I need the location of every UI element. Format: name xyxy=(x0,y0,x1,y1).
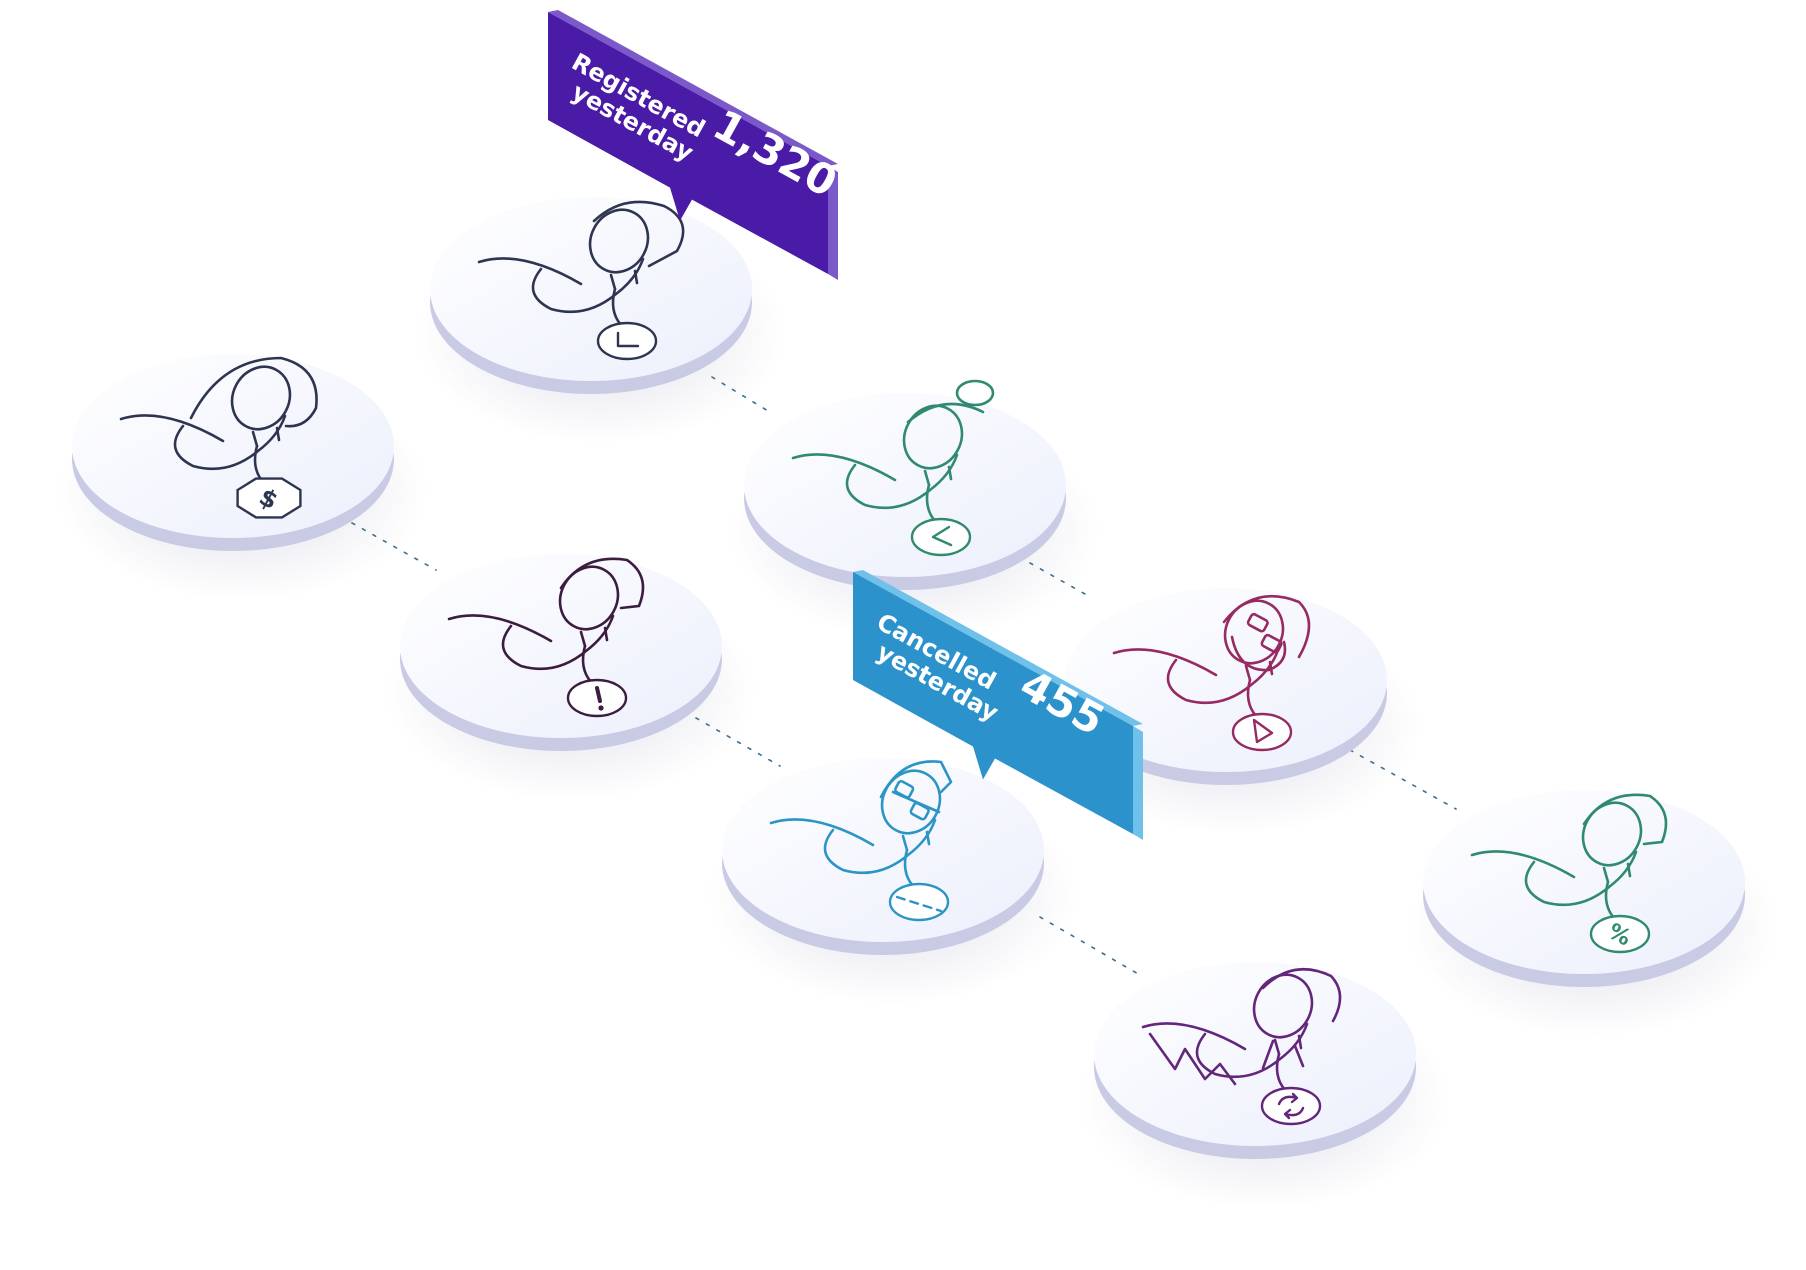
disc-top xyxy=(1423,790,1745,974)
disc-top xyxy=(744,393,1066,577)
person-line-icon xyxy=(1470,793,1668,920)
user-disc-refresh xyxy=(1079,962,1451,1209)
triangle-icon xyxy=(1231,712,1293,752)
person-line-icon xyxy=(1141,968,1342,1092)
user-disc-play xyxy=(1050,588,1422,835)
user-disc-percent: % xyxy=(1408,790,1780,1037)
disc-top xyxy=(400,554,722,738)
person-line-icon xyxy=(447,557,645,684)
callouts: Registered yesterday 1,320 Cancelled yes… xyxy=(548,10,1143,840)
disc-top xyxy=(1094,962,1416,1146)
user-discs: $% xyxy=(57,197,1780,1209)
user-disc-dash xyxy=(707,758,1079,1005)
disc-top xyxy=(1065,588,1387,772)
person-line-icon xyxy=(791,379,995,523)
disc-top xyxy=(72,354,394,538)
connector-line xyxy=(695,717,781,767)
dash-icon xyxy=(888,882,950,922)
callout-box xyxy=(548,12,828,274)
connector-line xyxy=(1349,749,1457,810)
disc-top xyxy=(430,197,752,381)
user-disc-dollar: $ xyxy=(57,354,429,601)
person-line-icon xyxy=(119,356,318,484)
user-disc-alert xyxy=(385,554,757,801)
callout-box xyxy=(853,572,1133,834)
chevron-left-icon xyxy=(910,517,972,557)
refresh-icon xyxy=(1260,1086,1322,1126)
user-disc-clock xyxy=(415,197,787,444)
exclamation-icon xyxy=(566,678,628,718)
percent-icon: % xyxy=(1589,914,1651,954)
dollar-icon: $ xyxy=(236,477,302,519)
user-disc-back xyxy=(729,379,1101,640)
clock-icon xyxy=(596,321,658,361)
person-line-icon xyxy=(769,760,953,888)
connector-line xyxy=(1039,916,1141,976)
disc-top xyxy=(722,758,1044,942)
